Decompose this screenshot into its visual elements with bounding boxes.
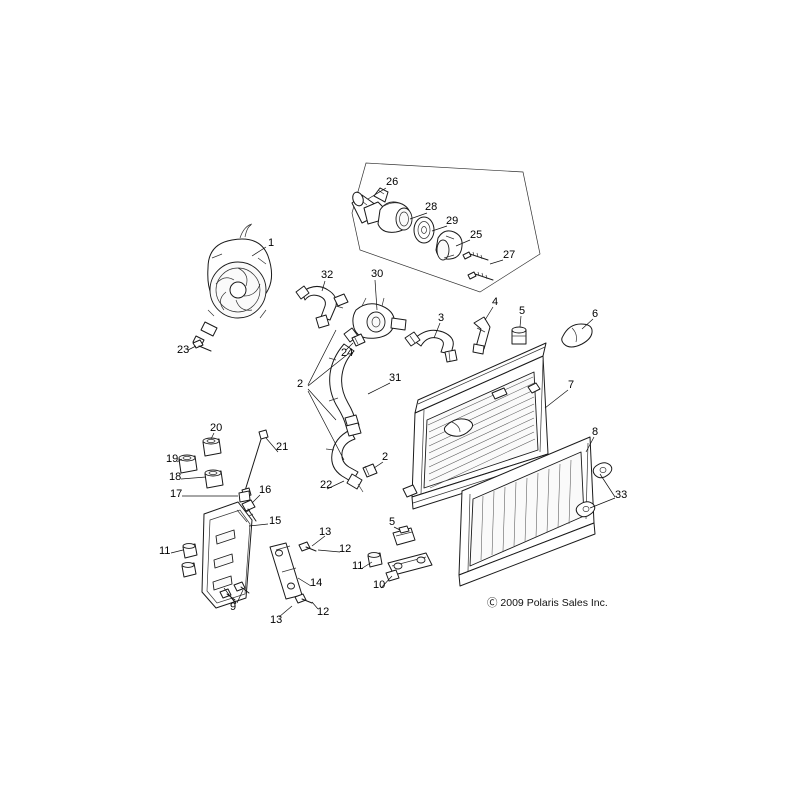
callout-17: 17 [170,488,183,500]
callout-24: 24 [341,347,354,359]
callout-4: 4 [492,296,499,308]
callout-33: 33 [615,489,628,501]
callout-20: 20 [210,422,223,434]
part-17-bushing [238,490,251,503]
part-5-clamp-upper [511,326,527,345]
part-15-mount-bracket [201,501,253,609]
callout-31: 31 [389,372,402,384]
callout-7: 7 [568,379,575,391]
part-5-clamp-lower [392,525,416,546]
callout-11-right: 11 [352,560,364,572]
callout-30: 30 [371,268,384,280]
callout-5-lower: 5 [389,516,396,528]
part-16-bolt [241,499,257,522]
callout-27: 27 [503,249,516,261]
part-7-radiator [402,342,550,510]
part-19-bushing [178,454,198,474]
callout-22: 22 [320,479,333,491]
callout-5-upper: 5 [519,305,526,317]
callout-8: 8 [592,426,599,438]
part-8-radiator-screen [458,436,596,587]
callout-18: 18 [169,471,182,483]
callout-29: 29 [446,215,459,227]
callout-12-lower: 12 [317,606,330,618]
part-29-thermostat [413,216,435,244]
copyright-notice: Ⓒ 2009 Polaris Sales Inc. [487,597,608,609]
leader-lines [170,187,616,618]
part-24-clamp [351,333,366,347]
part-3-hose [404,329,458,363]
callout-2-upper: 2 [297,378,304,390]
part-33-grommets [575,462,613,518]
callout-13-upper: 13 [319,526,332,538]
part-13-bolts [294,541,317,604]
part-6-plug [561,323,593,348]
thermostat-group-outline [351,162,541,293]
callout-16: 16 [259,484,272,496]
part-27-bolts [462,251,494,281]
callout-11-left: 11 [159,545,171,557]
part-30-thermostat-manifold [343,297,407,343]
callout-32: 32 [321,269,334,281]
callout-23: 23 [177,344,190,356]
part-18-bushing [204,469,224,489]
callout-2-lower: 2 [382,451,389,463]
callout-21: 21 [276,441,289,453]
part-1-cooling-fan [192,223,273,347]
callout-19: 19 [166,453,179,465]
part-4-pipe [472,316,491,355]
callout-1: 1 [268,237,275,249]
callout-6: 6 [592,308,599,320]
callout-25: 25 [470,229,483,241]
part-25-cap [435,230,463,261]
part-20-bushing [202,437,222,457]
callout-14: 14 [310,577,323,589]
part-22-hose [325,422,364,493]
part-14-strap [269,542,303,600]
part-11-grommet-right [367,552,383,568]
callout-10: 10 [373,579,386,591]
callout-15: 15 [269,515,282,527]
callout-12-upper: 12 [339,543,352,555]
part-2-hose-clamps [362,463,378,478]
callout-3: 3 [438,312,445,324]
part-28-thermostat-housing [377,201,413,233]
callout-26: 26 [386,176,399,188]
callout-28: 28 [425,201,438,213]
part-32-hose [295,285,349,329]
callout-9: 9 [230,601,237,613]
part-11-grommet-left [181,543,198,578]
callout-13-lower: 13 [270,614,283,626]
part-10-lower-bracket [385,552,433,582]
